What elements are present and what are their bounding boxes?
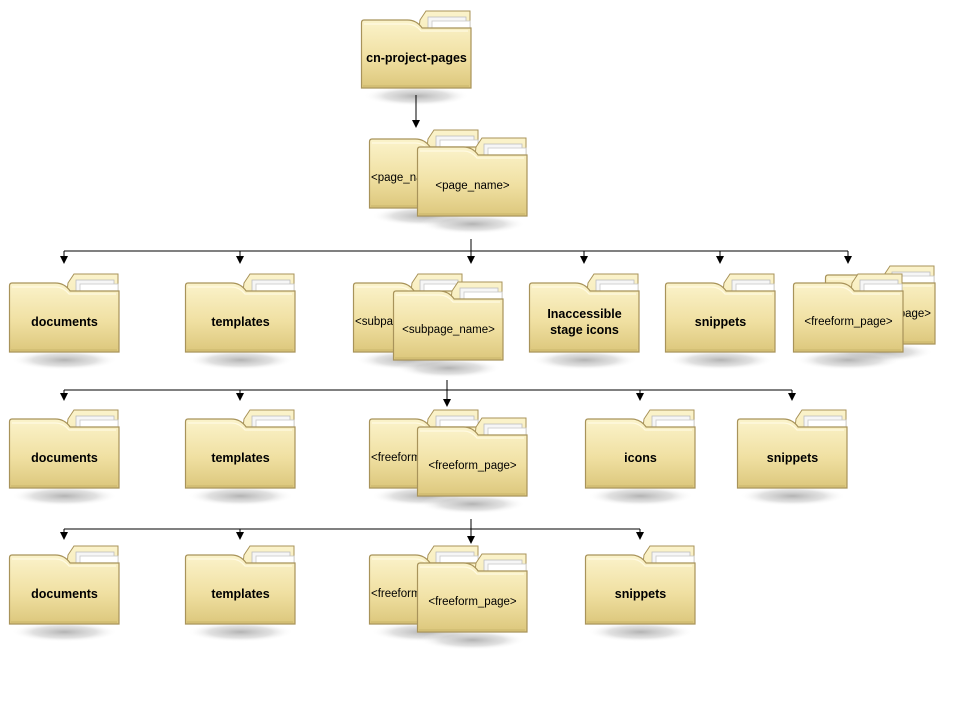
folder-l3-snippets-label: snippets — [614, 586, 667, 601]
folder-l2-templates-label: templates — [211, 450, 270, 465]
folder-l1-subpage-front-shadow — [395, 358, 502, 378]
folder-l1-freeform-front-shadow — [795, 350, 902, 370]
folder-l3-documents-label: documents — [31, 586, 98, 601]
folder-icon — [664, 273, 776, 353]
folder-l1-documents-label: documents — [31, 314, 98, 329]
folder-icon — [584, 409, 696, 489]
folder-root[interactable]: cn-project-pages — [360, 10, 473, 90]
folder-icon — [8, 273, 120, 353]
folder-icon — [416, 553, 528, 633]
folder-icon — [736, 409, 848, 489]
folder-icon — [416, 137, 528, 217]
folder-l1-templates-label: templates — [211, 314, 270, 329]
folder-l1-snippets[interactable]: snippets — [664, 273, 777, 354]
folder-l3-freeform-front-label: <freeform_page> — [428, 596, 517, 609]
folder-page-front[interactable]: <page_name> — [416, 137, 529, 218]
folder-l3-freeform-front[interactable]: <freeform_page> — [416, 553, 529, 634]
folder-l2-snippets[interactable]: snippets — [736, 409, 849, 490]
folder-l1-inaccessible-label: Inaccessible stage icons — [547, 306, 622, 337]
folder-l2-documents-shadow — [11, 486, 118, 506]
folder-l1-templates-shadow — [187, 350, 294, 370]
folder-l1-documents[interactable]: documents — [8, 273, 121, 354]
folder-l1-subpage-front-label: <subpage_name> — [402, 324, 495, 337]
folder-icon — [184, 545, 296, 625]
folder-root-label: cn-project-pages — [366, 51, 467, 66]
folder-page-front-label: <page_name> — [435, 180, 510, 193]
folder-l3-snippets[interactable]: snippets — [584, 545, 697, 626]
folder-l1-freeform-front[interactable]: <freeform_page> — [792, 273, 905, 354]
folder-icon — [184, 273, 296, 353]
folder-l2-templates[interactable]: templates — [184, 409, 297, 490]
folder-icon — [360, 10, 472, 89]
folder-l3-templates[interactable]: templates — [184, 545, 297, 626]
folder-l3-freeform-front-shadow — [419, 630, 526, 650]
folder-l3-documents-shadow — [11, 622, 118, 642]
folder-l2-icons[interactable]: icons — [584, 409, 697, 490]
folder-l1-snippets-label: snippets — [694, 314, 747, 329]
connector-lines — [60, 95, 852, 544]
folder-icon — [8, 409, 120, 489]
folder-l3-snippets-shadow — [587, 622, 694, 642]
folder-l2-freeform-front[interactable]: <freeform_page> — [416, 417, 529, 498]
folder-page-front-shadow — [419, 214, 526, 234]
folder-l2-icons-label: icons — [624, 450, 657, 465]
folder-icon — [392, 281, 504, 361]
folder-l2-freeform-front-shadow — [419, 494, 526, 514]
folder-l2-documents[interactable]: documents — [8, 409, 121, 490]
folder-l3-templates-label: templates — [211, 586, 270, 601]
folder-l1-freeform-front-label: <freeform_page> — [804, 316, 893, 329]
folder-shadows — [11, 86, 934, 650]
folder-l2-freeform-front-label: <freeform_page> — [428, 460, 517, 473]
folder-l1-inaccessible[interactable]: Inaccessible stage icons — [528, 273, 641, 354]
folder-icon — [584, 545, 696, 625]
folder-l1-subpage-front[interactable]: <subpage_name> — [392, 281, 505, 362]
folder-icon — [416, 417, 528, 497]
folder-l2-templates-shadow — [187, 486, 294, 506]
folder-l2-icons-shadow — [587, 486, 694, 506]
folder-l3-documents[interactable]: documents — [8, 545, 121, 626]
folder-l2-snippets-label: snippets — [766, 450, 819, 465]
folder-l2-snippets-shadow — [739, 486, 846, 506]
folder-l3-templates-shadow — [187, 622, 294, 642]
folder-icon — [792, 273, 904, 353]
folder-icon — [8, 545, 120, 625]
folder-l2-documents-label: documents — [31, 450, 98, 465]
folder-l1-inaccessible-shadow — [531, 350, 638, 370]
folder-l1-documents-shadow — [11, 350, 118, 370]
folder-l1-snippets-shadow — [667, 350, 774, 370]
folder-l1-templates[interactable]: templates — [184, 273, 297, 354]
folder-icon — [184, 409, 296, 489]
folder-icon — [528, 273, 640, 353]
